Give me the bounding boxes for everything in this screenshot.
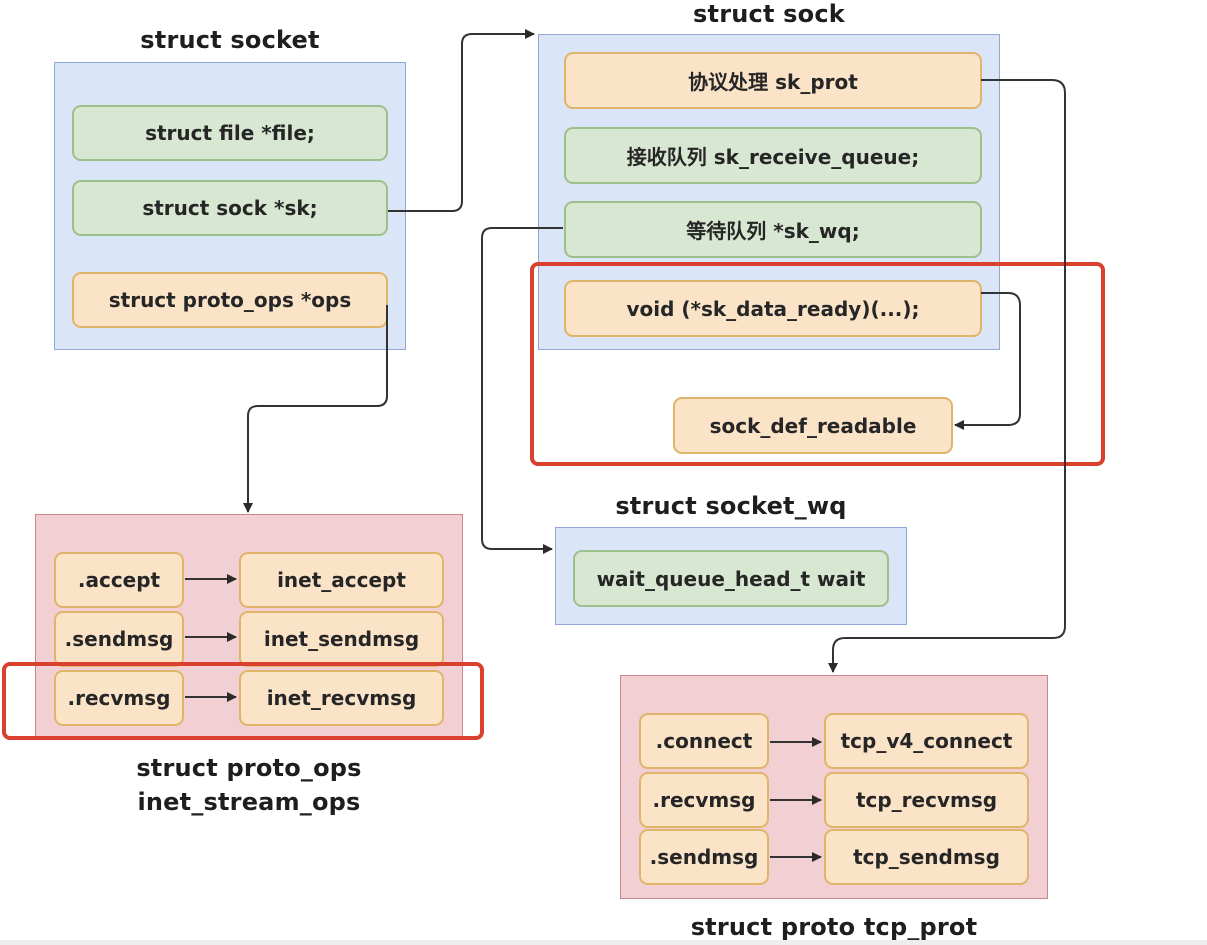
proto-ops-op-sendmsg: .sendmsg [54,611,184,667]
tcp-prot-op-connect: .connect [639,713,769,769]
struct-socket-wq-title: struct socket_wq [615,492,847,520]
proto-ops-op-accept: .accept [54,552,184,608]
proto-ops-instance-name: inet_stream_ops [137,788,361,816]
proto-ops-title: struct proto_ops [136,754,362,782]
proto-ops-op-recvmsg: .recvmsg [54,670,184,726]
tcp-prot-op-recvmsg: .recvmsg [639,772,769,828]
struct-socket-wq-container: wait_queue_head_t wait [555,527,907,625]
struct-socket-container: struct file *file; struct sock *sk; stru… [54,62,406,350]
recvmsg-highlight [2,662,484,740]
tcp-prot-title: struct proto tcp_prot [690,913,978,941]
tcp-prot-container: .connect tcp_v4_connect .recvmsg tcp_rec… [620,675,1048,899]
tcp-prot-impl-sendmsg: tcp_sendmsg [824,829,1029,885]
socket-field-ops: struct proto_ops *ops [72,272,388,328]
sock-field-sk-wq: 等待队列 *sk_wq; [564,201,982,258]
bottom-strip [0,940,1207,945]
proto-ops-impl-recvmsg: inet_recvmsg [239,670,444,726]
socket-wq-field-wait: wait_queue_head_t wait [573,550,889,607]
socket-field-sk: struct sock *sk; [72,180,388,236]
connector-sk-to-sock [388,29,535,212]
tcp-prot-op-sendmsg: .sendmsg [639,829,769,885]
proto-ops-container: .accept inet_accept .sendmsg inet_sendms… [35,514,463,738]
proto-ops-impl-accept: inet_accept [239,552,444,608]
sock-field-receive-queue: 接收队列 sk_receive_queue; [564,127,982,184]
sock-field-sk-prot: 协议处理 sk_prot [564,52,982,109]
socket-field-file: struct file *file; [72,105,388,161]
struct-sock-title: struct sock [693,0,845,28]
struct-socket-title: struct socket [140,26,320,54]
proto-ops-impl-sendmsg: inet_sendmsg [239,611,444,667]
tcp-prot-impl-connect: tcp_v4_connect [824,713,1029,769]
sk-data-ready-highlight [530,262,1105,466]
tcp-prot-impl-recvmsg: tcp_recvmsg [824,772,1029,828]
